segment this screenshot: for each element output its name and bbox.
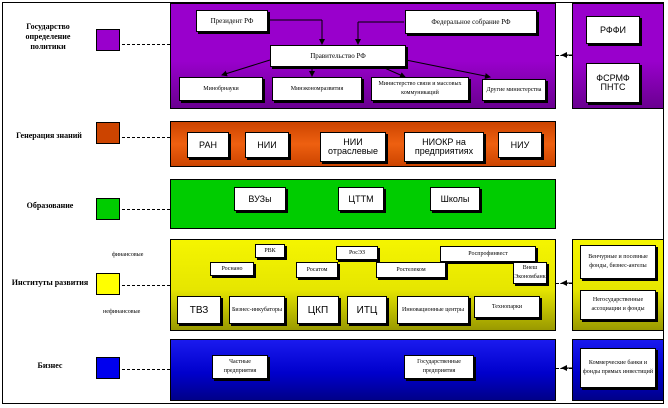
- business-box-0: Частные предприятия: [212, 355, 268, 379]
- knowledge-box-1: НИИ: [245, 132, 289, 158]
- inst-bottom-1: Бизнес-инкубаторы: [229, 296, 285, 324]
- education-box-2: Школы: [430, 187, 480, 211]
- ministry-box-0: Минобрнауки: [179, 77, 263, 101]
- dash-institutes: [122, 285, 170, 286]
- inst-bottom-5: Технопарки: [474, 296, 540, 318]
- swatch-green: [96, 198, 120, 220]
- swatch-yellow: [96, 273, 120, 295]
- category-label-knowledge: Генерация знаний: [16, 131, 82, 140]
- category-label-institutes: Институты развития: [11, 278, 89, 287]
- dash-business: [122, 369, 170, 370]
- fsrmf-box: ФСРМФ ПНТС: [586, 63, 640, 103]
- inst-mid-2: Ростелеком: [376, 262, 446, 278]
- president-box: Президент РФ: [196, 10, 268, 32]
- inst-mid-0: Роснано: [210, 262, 254, 276]
- swatch-orange: [96, 122, 120, 144]
- dash-business-side: [556, 368, 572, 369]
- category-label-business: Бизнес: [37, 361, 63, 370]
- band-business: [170, 339, 556, 401]
- ministry-box-1: Минэкономразвития: [272, 77, 362, 101]
- dash-knowledge: [122, 137, 170, 138]
- dash-gov: [122, 44, 170, 45]
- swatch-blue: [96, 357, 120, 379]
- ministry-box-2: Министерство связи и массовых коммуникац…: [371, 77, 469, 101]
- swatch-purple: [96, 29, 120, 51]
- inst-mid-1: Росатом: [296, 262, 338, 278]
- venture-funds-box: Венчурные и посевные фонды, бизнес-ангел…: [580, 245, 656, 279]
- inst-mid-3: Внеш Экономбанк: [513, 262, 547, 284]
- dash-institutes-side: [556, 283, 572, 284]
- dash-gov-side: [556, 55, 572, 56]
- knowledge-box-0: РАН: [187, 132, 229, 158]
- inst-bottom-3: ИТЦ: [347, 296, 387, 324]
- business-box-1: Государственные предприятия: [404, 355, 474, 379]
- inst-bottom-0: ТВЗ: [177, 296, 221, 324]
- inst-bottom-2: ЦКП: [297, 296, 339, 324]
- nonfinancial-label: нефинансовые: [103, 309, 141, 315]
- knowledge-box-3: НИОКР на предприятиях: [404, 132, 484, 162]
- associations-box: Негосударственные ассоциации и фонды: [580, 290, 656, 320]
- dash-education: [122, 209, 170, 210]
- education-box-1: ЦТТМ: [338, 187, 384, 211]
- diagram-frame: [2, 2, 664, 404]
- inst-top-0: РВК: [255, 244, 285, 258]
- category-label-education: Образование: [26, 201, 74, 210]
- commercial-banks-box: Коммерческие банки и фонды прямых инвест…: [580, 348, 656, 388]
- knowledge-box-4: НИУ: [498, 132, 542, 158]
- financial-label: финансовые: [112, 252, 144, 258]
- education-box-0: ВУЗы: [234, 187, 286, 211]
- inst-top-1: РосЭЗ: [336, 246, 378, 260]
- inst-top-2: Роспрофинвест: [440, 246, 536, 262]
- rffi-box: РФФИ: [586, 16, 640, 44]
- category-label-gov: Государство определение политики: [25, 22, 71, 51]
- inst-bottom-4: Инновационные центры: [397, 296, 469, 324]
- assembly-box: Федеральное собрание РФ: [405, 10, 537, 34]
- government-box: Правительство РФ: [270, 45, 406, 67]
- ministry-box-3: Другие министерства: [482, 79, 546, 101]
- knowledge-box-2: НИИ отраслевые: [320, 132, 386, 162]
